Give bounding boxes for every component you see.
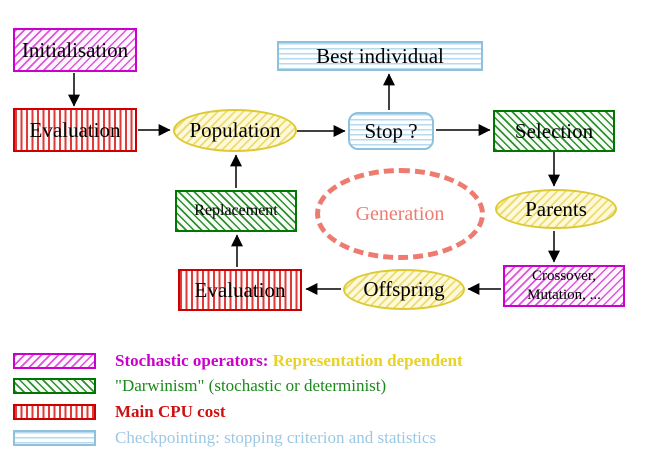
- node-evaluation-bottom: Evaluation: [178, 269, 302, 311]
- node-selection: Selection: [493, 110, 615, 152]
- crossover-line1: Crossover,: [532, 268, 596, 285]
- node-replacement: Replacement: [175, 190, 297, 232]
- legend-label-stochastic-secondary: Representation dependent: [272, 351, 463, 370]
- legend-swatch-green-hatch: [13, 378, 96, 394]
- node-evaluation-top: Evaluation: [13, 108, 137, 152]
- node-best-individual: Best individual: [277, 41, 483, 71]
- legend-swatch-magenta-hatch: [13, 353, 96, 369]
- legend-label-checkpointing: Checkpointing: stopping criterion and st…: [115, 428, 437, 447]
- legend-row-cpu-cost: Main CPU cost: [13, 402, 225, 422]
- node-offspring: Offspring: [343, 269, 465, 310]
- legend-row-stochastic: Stochastic operators: Representation dep…: [13, 351, 463, 371]
- legend-swatch-cyan-lines: [13, 430, 96, 446]
- legend-label-stochastic-primary: Stochastic operators:: [115, 351, 269, 370]
- node-stop: Stop ?: [348, 112, 434, 150]
- node-population: Population: [173, 109, 297, 152]
- node-parents: Parents: [495, 189, 617, 229]
- legend-label-cpu-cost: Main CPU cost: [115, 402, 226, 421]
- node-generation: Generation: [315, 168, 485, 260]
- legend-label-darwinism: "Darwinism" (stochastic or determinist): [115, 376, 387, 395]
- legend-row-checkpointing: Checkpointing: stopping criterion and st…: [13, 428, 436, 448]
- crossover-line2: Mutation, ...: [527, 287, 601, 303]
- node-crossover-mutation: Crossover, Mutation, ...: [503, 265, 625, 307]
- legend-row-darwinism: "Darwinism" (stochastic or determinist): [13, 376, 386, 396]
- legend-label-stochastic: Stochastic operators: Representation dep…: [115, 351, 463, 371]
- node-initialisation: Initialisation: [13, 28, 137, 72]
- legend-swatch-red-stripes: [13, 404, 96, 420]
